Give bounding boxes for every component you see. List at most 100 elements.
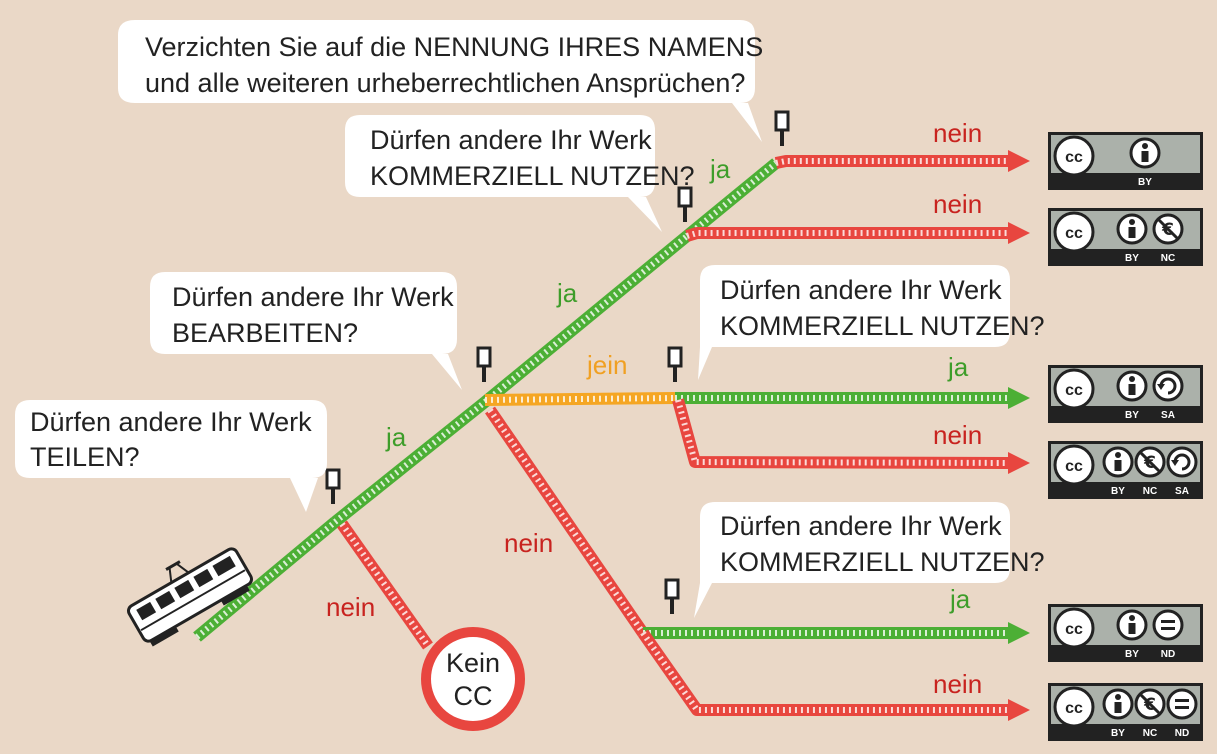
license-tag: ND — [1175, 728, 1189, 739]
license-badges: ccBYcc€BYNCccBYSAcc€BYNCSAccBYNDcc€BYNCN… — [1048, 132, 1203, 741]
train-icon — [127, 547, 253, 647]
track-adapt-nein — [485, 406, 648, 637]
by-icon — [1102, 446, 1134, 478]
bubble-attribution: Verzichten Sie auf die NENNUNG IHRES NAM… — [118, 20, 763, 142]
bubble-share: Dürfen andere Ihr Werk TEILEN? — [15, 400, 327, 512]
license-tag: NC — [1161, 253, 1175, 264]
license-tag: SA — [1161, 410, 1175, 421]
question-share-line1: Dürfen andere Ihr Werk — [30, 407, 312, 437]
by-icon — [1129, 137, 1161, 169]
label-nein-commercial-mid: nein — [933, 420, 982, 450]
signal-posts — [325, 110, 790, 614]
signal-post-icon — [774, 110, 790, 146]
by-icon — [1102, 688, 1134, 720]
no-cc-sign: Kein CC — [421, 627, 525, 731]
bubble-commercial-low: Dürfen andere Ihr Werk KOMMERZIELL NUTZE… — [694, 502, 1045, 618]
license-tag: SA — [1175, 486, 1189, 497]
question-share-line2: TEILEN? — [30, 442, 140, 472]
cc-logo-icon: cc — [1053, 211, 1095, 253]
license-tag: BY — [1138, 177, 1152, 188]
license-tag: BY — [1125, 253, 1139, 264]
license-badge: cc € BY NC SA — [1048, 441, 1203, 499]
license-tag: NC — [1143, 728, 1157, 739]
nc-icon: € — [1134, 688, 1166, 720]
no-cc-line1: Kein — [446, 648, 500, 678]
label-nein-attribution: nein — [933, 118, 982, 148]
label-nein-adapt: nein — [504, 528, 553, 558]
cc-logo-icon: cc — [1053, 444, 1095, 486]
bubble-commercial-mid: Dürfen andere Ihr Werk KOMMERZIELL NUTZE… — [698, 265, 1045, 380]
arrow-head-by-nd — [1008, 622, 1030, 644]
question-adapt-line2: BEARBEITEN? — [172, 318, 358, 348]
cc-logo-icon: cc — [1053, 607, 1095, 649]
arrow-heads — [1008, 150, 1030, 721]
license-tag: BY — [1111, 486, 1125, 497]
nc-icon: € — [1152, 213, 1184, 245]
question-commercial-top-line2: KOMMERZIELL NUTZEN? — [370, 161, 695, 191]
track-attribution-nein — [774, 155, 1008, 169]
question-commercial-low-line2: KOMMERZIELL NUTZEN? — [720, 547, 1045, 577]
track-commercial-low-nein — [638, 629, 1008, 716]
arrow-head-by-sa — [1008, 387, 1030, 409]
label-ja-adapt: ja — [556, 278, 578, 308]
license-tag: BY — [1125, 649, 1139, 660]
question-commercial-mid-line1: Dürfen andere Ihr Werk — [720, 275, 1002, 305]
label-nein-commercial-low: nein — [933, 669, 982, 699]
label-ja-commercial-mid: ja — [947, 352, 969, 382]
track-commercial-top-nein — [685, 227, 1008, 242]
signal-post-icon — [325, 468, 341, 504]
question-commercial-low-line1: Dürfen andere Ihr Werk — [720, 511, 1002, 541]
svg-text:cc: cc — [1065, 458, 1083, 475]
bubble-commercial-top: Dürfen andere Ihr Werk KOMMERZIELL NUTZE… — [345, 115, 695, 232]
signal-post-icon — [664, 578, 680, 614]
license-tag: ND — [1161, 649, 1175, 660]
by-icon — [1116, 609, 1148, 641]
nd-icon — [1166, 688, 1198, 720]
arrow-head-by — [1008, 150, 1030, 172]
svg-text:cc: cc — [1065, 700, 1083, 717]
question-commercial-top-line1: Dürfen andere Ihr Werk — [370, 125, 652, 155]
nc-icon: € — [1134, 446, 1166, 478]
svg-text:cc: cc — [1065, 149, 1083, 166]
question-commercial-mid-line2: KOMMERZIELL NUTZEN? — [720, 311, 1045, 341]
track-share-nein — [337, 520, 433, 650]
signal-post-icon — [667, 346, 683, 382]
svg-text:cc: cc — [1065, 382, 1083, 399]
arrow-head-by-nc-nd — [1008, 699, 1030, 721]
track-adapt-jein — [484, 392, 676, 406]
label-jein-adapt: jein — [586, 350, 627, 380]
arrow-head-by-nc-sa — [1008, 452, 1030, 474]
license-badge: cc € BY NC ND — [1048, 683, 1203, 741]
label-nein-share: nein — [326, 592, 375, 622]
license-badge: cc € BY NC — [1048, 208, 1203, 266]
track-share-ja — [331, 397, 489, 527]
track-start — [193, 517, 339, 642]
label-ja-share: ja — [385, 422, 407, 452]
license-tag: NC — [1143, 486, 1157, 497]
arrow-head-by-nc — [1008, 222, 1030, 244]
label-ja-commercial-top: ja — [709, 154, 731, 184]
svg-text:cc: cc — [1065, 225, 1083, 242]
track-commercial-mid-nein — [672, 398, 1009, 469]
license-tag: BY — [1111, 728, 1125, 739]
label-ja-commercial-low: ja — [949, 584, 971, 614]
label-nein-commercial-top: nein — [933, 189, 982, 219]
question-adapt-line1: Dürfen andere Ihr Werk — [172, 282, 454, 312]
track-commercial-top-ja — [683, 158, 780, 241]
cc-logo-icon: cc — [1053, 368, 1095, 410]
bubble-adapt: Dürfen andere Ihr Werk BEARBEITEN? — [150, 272, 462, 390]
by-icon — [1116, 370, 1148, 402]
sa-icon — [1152, 370, 1184, 402]
signal-post-icon — [677, 186, 693, 222]
track-adapt-ja — [481, 231, 691, 407]
nd-icon — [1152, 609, 1184, 641]
cc-logo-icon: cc — [1053, 135, 1095, 177]
question-attribution-line2: und alle weiteren urheberrechtlichen Ans… — [145, 68, 745, 98]
question-attribution-line1: Verzichten Sie auf die NENNUNG IHRES NAM… — [145, 32, 763, 62]
by-icon — [1116, 213, 1148, 245]
